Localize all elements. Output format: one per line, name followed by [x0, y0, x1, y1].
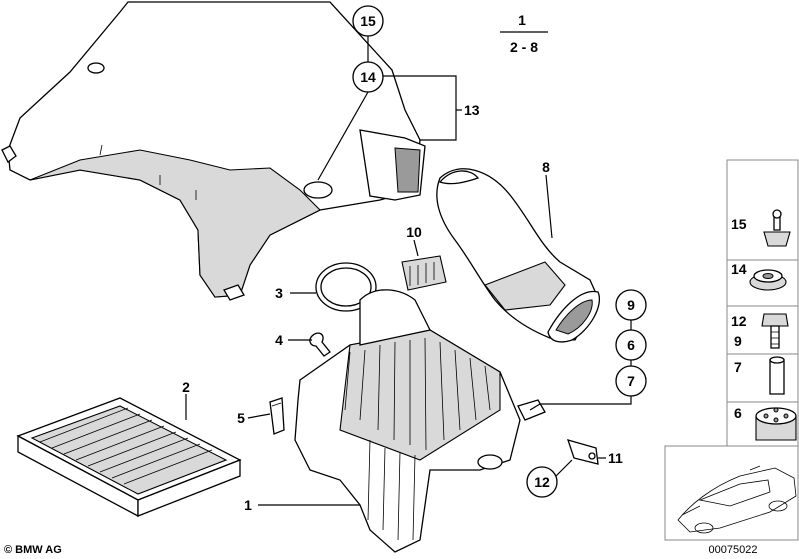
rubber-mount-icon [755, 407, 797, 441]
callout-13-label: 13 [464, 102, 480, 118]
screw-icon [763, 209, 791, 247]
callout-15-label: 15 [360, 13, 376, 29]
rubber-insert [401, 255, 447, 291]
grommet-icon [749, 269, 787, 291]
bolt-icon [761, 313, 789, 349]
callout-7-label: 7 [627, 373, 635, 389]
diagram-number: 00075022 [709, 544, 758, 556]
small-parts-panel: 15 14 12 9 7 6 [726, 159, 799, 451]
callout-12-label: 12 [534, 474, 550, 490]
callout-6-label: 6 [627, 337, 635, 353]
callout-1-label: 1 [244, 497, 252, 513]
holder [566, 439, 599, 465]
sidebar-label-12: 12 [731, 313, 747, 329]
copyright: © BMW AG [4, 544, 62, 556]
callout-6: 6 [615, 329, 647, 361]
legend-top: 1 [518, 12, 526, 28]
bracket [269, 397, 285, 435]
callout-14: 14 [352, 61, 384, 93]
sleeve-icon [769, 356, 785, 395]
intake-pipe [436, 168, 600, 343]
clip [309, 332, 331, 357]
callout-14-label: 14 [360, 69, 376, 85]
callout-8-label: 8 [542, 159, 550, 175]
callout-5-label: 5 [237, 410, 245, 426]
callout-11-label: 11 [608, 450, 623, 466]
callout-15: 15 [352, 5, 384, 37]
callout-9-label: 9 [627, 297, 635, 313]
sidebar-label-6: 6 [734, 405, 742, 421]
callout-3-label: 3 [275, 285, 283, 301]
sidebar-label-14: 14 [731, 261, 747, 277]
intake-cover [1, 1, 426, 301]
callout-2-label: 2 [182, 379, 190, 395]
callout-12: 12 [526, 466, 558, 498]
callout-4-label: 4 [275, 332, 283, 348]
sidebar-label-7: 7 [734, 359, 742, 375]
legend-bottom: 2 - 8 [510, 39, 538, 55]
sidebar-label-9: 9 [734, 333, 742, 349]
callout-7: 7 [615, 365, 647, 397]
callout-10-label: 10 [406, 224, 422, 240]
car-thumbnail [664, 445, 799, 541]
sidebar-label-15: 15 [731, 216, 747, 232]
air-filter-element [16, 397, 242, 518]
callout-9: 9 [615, 289, 647, 321]
seal-ring [315, 262, 377, 312]
air-filter-housing [294, 289, 546, 553]
leader-lines [185, 31, 632, 506]
